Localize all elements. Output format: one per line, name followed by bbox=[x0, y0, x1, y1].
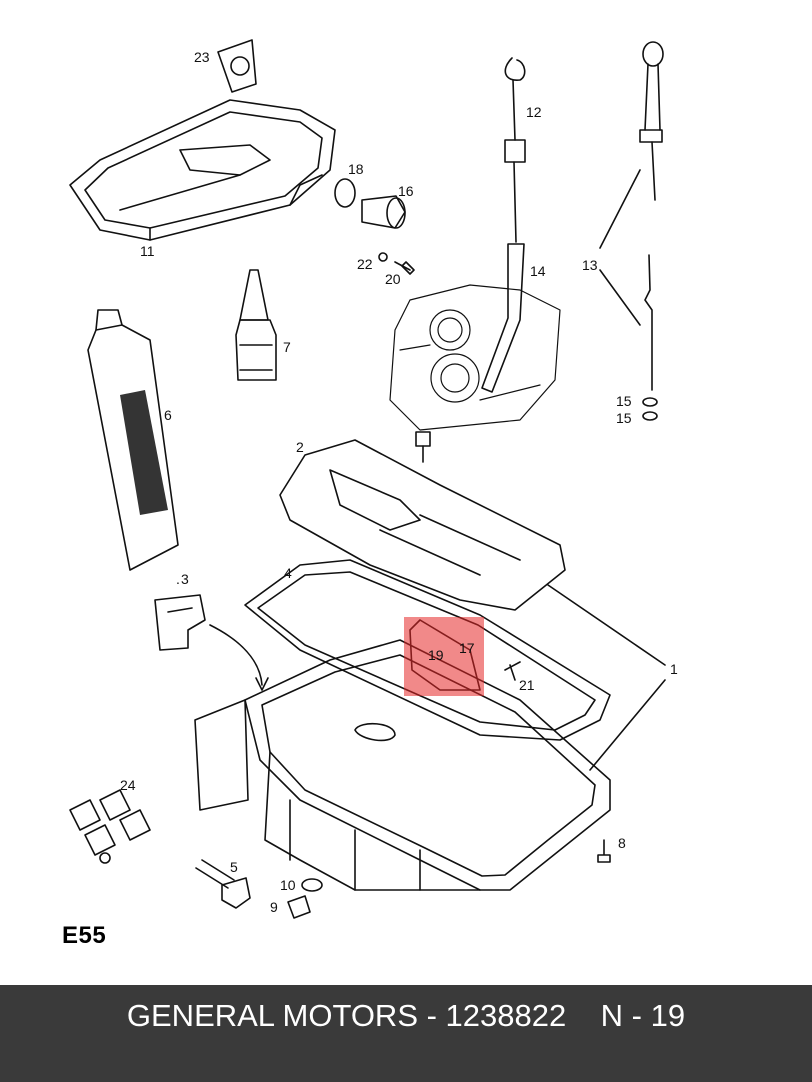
assembly-arrow bbox=[209, 624, 269, 691]
part-9-10-plug-washer bbox=[287, 878, 323, 919]
part-22-20-fasteners bbox=[378, 252, 415, 275]
part-24-clips bbox=[69, 789, 151, 864]
part-7-sealant-bottle bbox=[235, 269, 277, 381]
label-23: 23 bbox=[194, 49, 210, 65]
label-3-number: 3 bbox=[181, 571, 189, 587]
part-3-bracket bbox=[154, 594, 206, 651]
label-2: 2 bbox=[296, 439, 304, 455]
part-15-seal-rings bbox=[642, 397, 658, 421]
label-11: 11 bbox=[140, 243, 155, 259]
part-number-caption: GENERAL MOTORS - 1238822 N - 19 bbox=[126, 998, 686, 1033]
label-24: 24 bbox=[120, 777, 136, 793]
label-13: 13 bbox=[582, 257, 598, 273]
part-18-o-ring bbox=[334, 178, 356, 208]
label-10: 10 bbox=[280, 877, 296, 893]
label-20: 20 bbox=[385, 271, 401, 287]
label-5: 5 bbox=[230, 859, 238, 875]
part-1-lower-oil-pan bbox=[194, 639, 611, 891]
part-2-baffle-plate bbox=[279, 439, 566, 611]
baffle-bolt bbox=[415, 431, 431, 463]
label-12: 12 bbox=[526, 104, 542, 120]
part-6-sealant-tube bbox=[87, 309, 179, 571]
part-16-filter-housing bbox=[361, 195, 406, 229]
part-12-dipstick-guide bbox=[504, 57, 526, 243]
label-7: 7 bbox=[283, 339, 291, 355]
footer-bar: GENERAL MOTORS - 1238822 N - 19 bbox=[0, 985, 812, 1082]
label-17: 17 bbox=[459, 640, 475, 656]
label-18: 18 bbox=[348, 161, 364, 177]
part-4-gasket bbox=[244, 559, 611, 741]
label-14: 14 bbox=[530, 263, 546, 279]
label-4: 4 bbox=[284, 565, 292, 581]
highlight-box bbox=[404, 617, 484, 696]
part-8-bolt bbox=[597, 839, 611, 863]
label-9: 9 bbox=[270, 899, 278, 915]
label-3: . bbox=[176, 571, 180, 587]
label-6: 6 bbox=[164, 407, 172, 423]
part-5-drain-bolt bbox=[195, 859, 251, 909]
part-21-screw bbox=[504, 661, 521, 681]
label-19: 19 bbox=[428, 647, 444, 663]
label-16: 16 bbox=[398, 183, 414, 199]
part-1-leaders bbox=[547, 584, 666, 771]
part-13-dipstick bbox=[599, 41, 664, 391]
engine-block-sketch bbox=[389, 284, 561, 431]
part-14-dipstick-tube bbox=[481, 243, 525, 393]
label-21: 21 bbox=[519, 677, 535, 693]
diagram-drawing bbox=[69, 39, 666, 919]
label-8: 8 bbox=[618, 835, 626, 851]
label-1: 1 bbox=[670, 661, 678, 677]
part-11-upper-oil-pan bbox=[69, 99, 336, 241]
part-23-plate bbox=[217, 39, 257, 93]
label-15b: 15 bbox=[616, 410, 632, 426]
label-15a: 15 bbox=[616, 393, 632, 409]
label-22: 22 bbox=[357, 256, 373, 272]
parts-diagram: 23 11 18 16 22 20 12 14 13 15 15 7 6 2 4… bbox=[62, 39, 678, 949]
diagram-code: E55 bbox=[62, 922, 107, 949]
